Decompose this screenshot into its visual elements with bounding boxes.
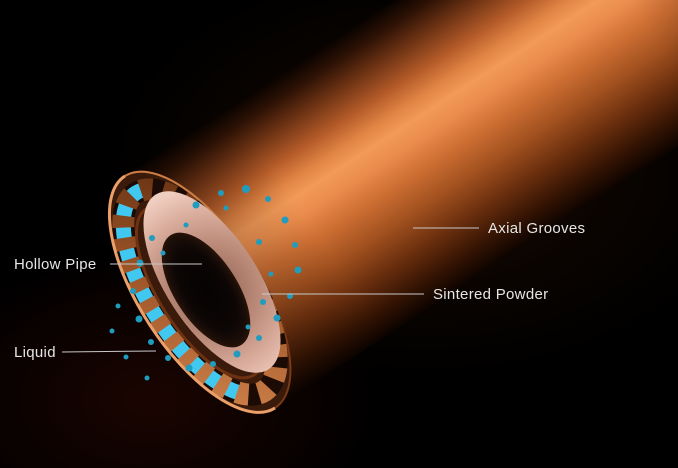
powder-dots bbox=[109, 185, 302, 381]
leader-line-liquid bbox=[61, 350, 157, 353]
label-axial-grooves: Axial Grooves bbox=[488, 220, 586, 237]
label-liquid: Liquid bbox=[14, 344, 56, 361]
pipe-body-shading bbox=[124, 0, 678, 408]
label-hollow-pipe: Hollow Pipe bbox=[14, 256, 97, 273]
label-sintered-powder: Sintered Powder bbox=[433, 286, 549, 303]
pipe-body bbox=[124, 0, 678, 408]
cut-face-rim-highlight bbox=[108, 174, 276, 414]
hollow-core bbox=[161, 232, 251, 348]
